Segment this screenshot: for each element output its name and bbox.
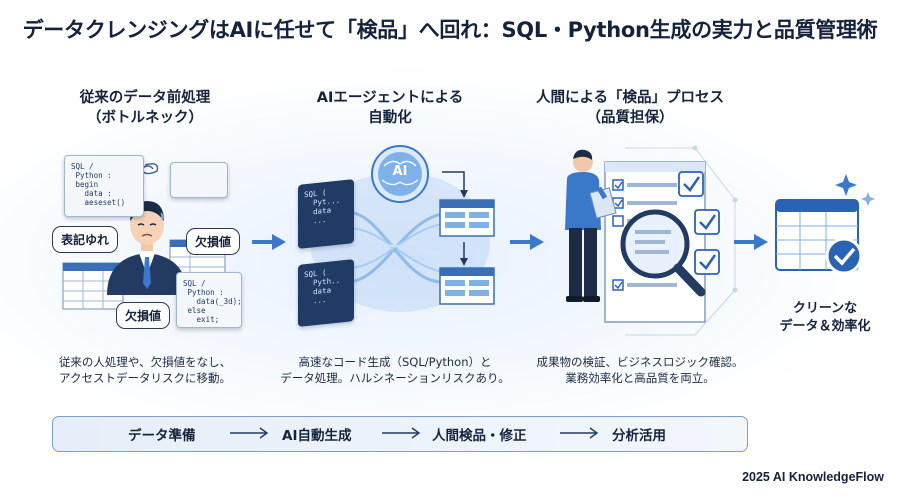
flow-step-arrow-2-icon — [382, 427, 421, 439]
result-label-line1: クリーンな — [792, 301, 858, 316]
stage1-bubble-missing-right: 欠損値 — [186, 228, 241, 255]
stage2-description-line1: 高速なコード生成（SQL/Python）と — [298, 355, 492, 369]
flow-arrow-2-icon — [510, 234, 544, 250]
result-label-line2: データ＆効率化 — [779, 319, 871, 334]
stage3-illustration — [565, 145, 738, 336]
magnifier-icon — [620, 209, 706, 297]
stage1-heading-line2: （ボトルネック） — [87, 110, 203, 126]
flow-step-human-review: 人間検品・修正 — [432, 428, 527, 444]
stage3-heading-line1: 人間による「検品」プロセス — [535, 90, 725, 106]
flow-step-data-prep: データ準備 — [128, 428, 196, 444]
process-flow-bar — [52, 416, 748, 452]
stage3-description-line2: 業務効率化と高品質を両立。 — [565, 371, 715, 385]
stage2-heading-line1: AIエージェントによる — [316, 90, 464, 106]
stage3-heading: 人間による「検品」プロセス （品質担保） — [515, 88, 745, 128]
stage2-code-panel-bottom: SQL ( Pyth.. data ... — [298, 259, 354, 327]
flow-step-ai-generation: AI自動生成 — [282, 428, 352, 444]
check-mark-icon — [678, 171, 720, 275]
stage2-description: 高速なコード生成（SQL/Python）と データ処理。ハルシネーションリスクあ… — [270, 354, 520, 386]
stage1-heading-line1: 従来のデータ前処理 — [79, 90, 211, 106]
footer-credit: 2025 AI KnowledgeFlow — [742, 470, 884, 484]
stage2-code-panel-top: SQL ( Pyt... data ... — [298, 179, 354, 249]
result-label: クリーンな データ＆効率化 — [760, 300, 890, 336]
stage1-code-panel-top: SQL / Python : begin data : aeseset() — [64, 155, 144, 217]
stage2-illustration — [310, 145, 495, 312]
stage2-description-line2: データ処理。ハルシネーションリスクあり。 — [280, 371, 510, 385]
stage3-heading-line2: （品質担保） — [586, 110, 674, 126]
stage2-heading: AIエージェントによる 自動化 — [290, 88, 490, 128]
page-title: データクレンジングはAIに任せて「検品」へ回れ：SQL・Python生成の実力と… — [22, 18, 878, 42]
stage1-code-panel-side — [170, 162, 228, 198]
flow-arrow-3-icon — [734, 234, 768, 250]
flow-step-arrow-3-icon — [560, 427, 599, 439]
stage2-heading-line2: 自動化 — [368, 110, 412, 126]
clean-data-icon — [775, 174, 875, 275]
stage3-description: 成果物の検証、ビジネスロジック確認。 業務効率化と高品質を両立。 — [520, 354, 760, 386]
inspector-person-icon — [565, 149, 617, 302]
stage1-description-line2: アクセストデータリスクに移動。 — [59, 371, 231, 385]
stage1-description-line1: 従来の人処理や、欠損値をなし、 — [58, 355, 232, 369]
ai-label: AI — [392, 164, 408, 179]
flow-step-arrow-1-icon — [230, 427, 269, 439]
stage1-bubble-inconsistency: 表記ゆれ — [52, 226, 119, 253]
stage1-bubble-missing-bottom: 欠損値 — [116, 302, 171, 329]
flow-step-analysis: 分析活用 — [612, 428, 666, 444]
stage1-description: 従来の人処理や、欠損値をなし、 アクセストデータリスクに移動。 — [30, 354, 260, 386]
stage3-description-line1: 成果物の検証、ビジネスロジック確認。 — [536, 355, 744, 369]
stage1-heading: 従来のデータ前処理 （ボトルネック） — [45, 88, 245, 128]
flow-arrow-1-icon — [252, 234, 286, 250]
stage1-code-panel-bottom: SQL / Python : data(_3d); else exit; — [176, 272, 242, 328]
